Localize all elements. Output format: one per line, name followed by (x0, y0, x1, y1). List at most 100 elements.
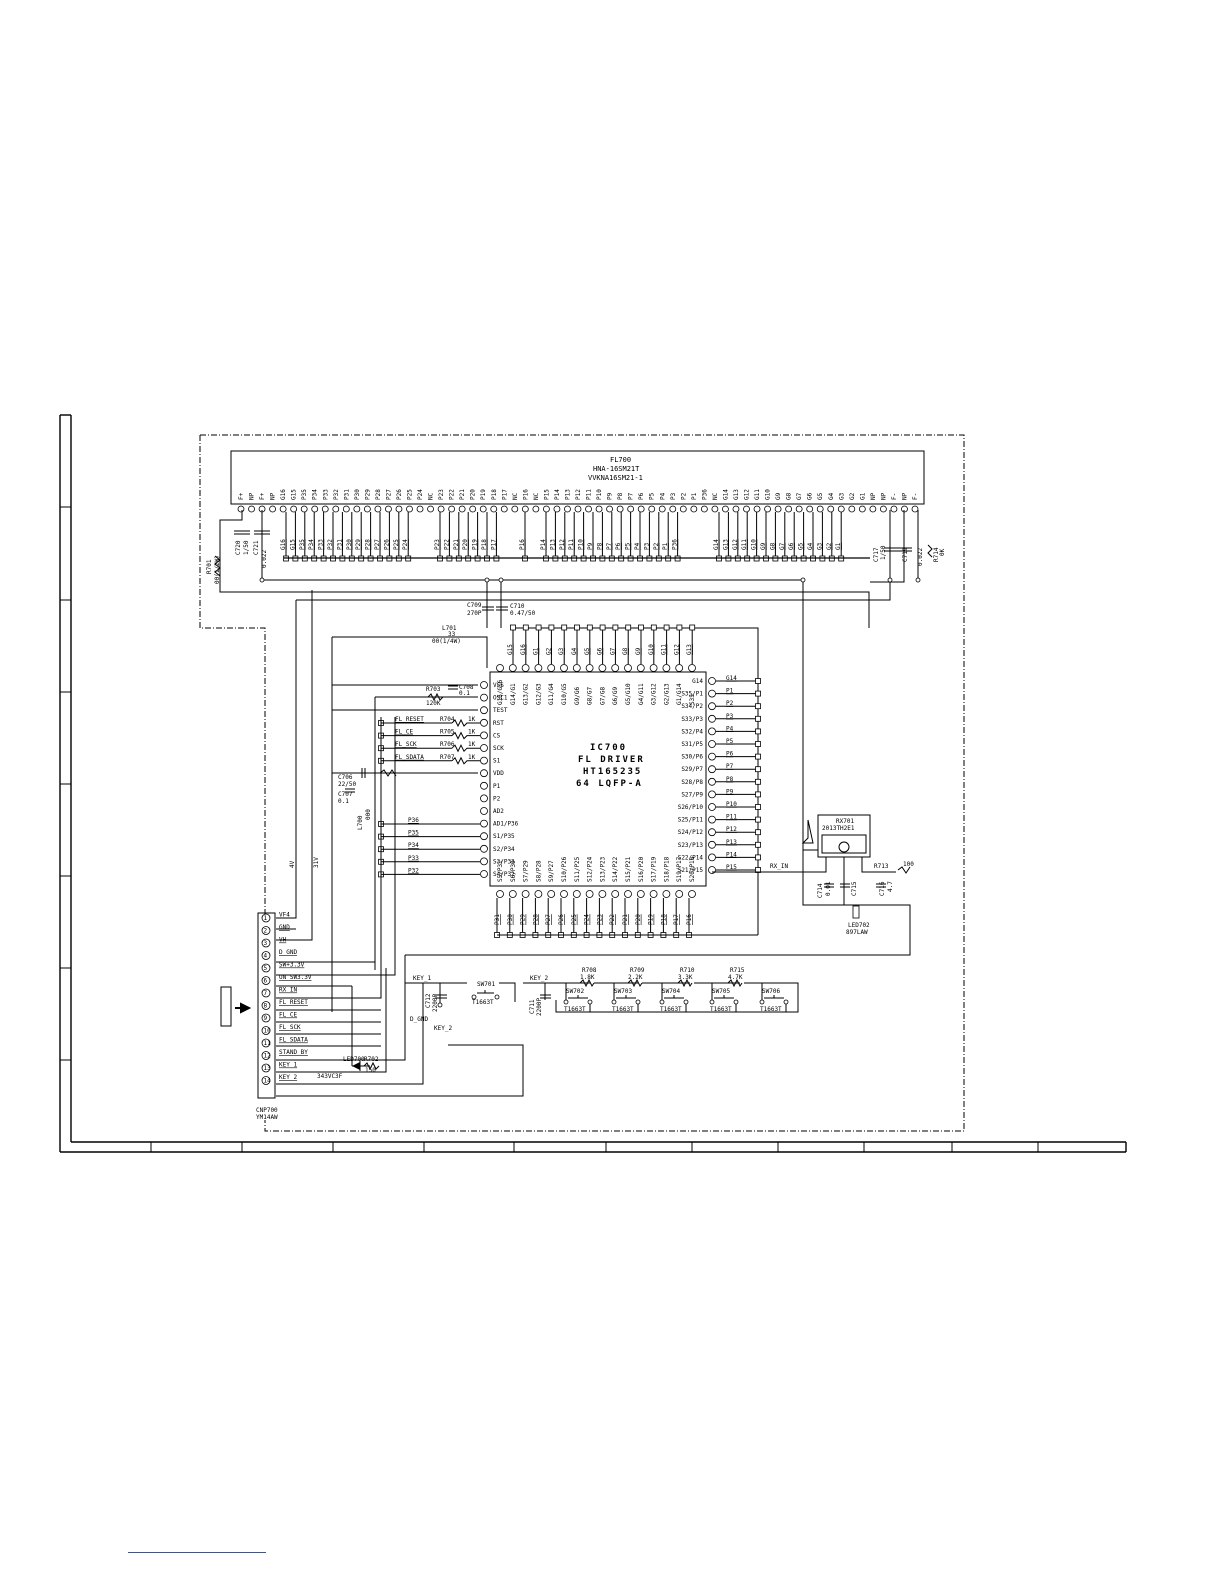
fl700-pin-label: P35 (301, 489, 308, 500)
fl700-pin-label: P32 (333, 489, 340, 500)
fl700-pin (806, 505, 814, 513)
net-pad (755, 829, 761, 836)
ic700-pin-label: G12/G3 (535, 683, 542, 705)
fl700-pin-label: NP (880, 492, 887, 500)
ic700-top-net-label: G11 (661, 644, 668, 655)
ic700-pin-label: S11/P25 (574, 856, 581, 882)
fl700-pin-label: G15 (291, 489, 298, 500)
series-resistor-value: 1K (468, 729, 476, 736)
fl700-pin (753, 505, 761, 513)
ic700-pin-label: S34/P2 (681, 703, 703, 710)
fl700-pin (869, 505, 877, 513)
ic700-bottom-net-label: P18 (660, 914, 667, 925)
fl700-pin (427, 505, 434, 513)
c716-label: C716 (879, 881, 886, 896)
ic700-right-net-label: P12 (726, 826, 737, 833)
c710-value: 0.47/50 (510, 610, 536, 617)
fl700-net-label: G13 (722, 539, 729, 550)
cnp700-part: YM14AW (256, 1114, 278, 1121)
fl700-net-label: G5 (798, 542, 805, 550)
fl700-pin (374, 505, 382, 513)
net-pad (522, 624, 529, 631)
fl700-pin (363, 505, 371, 513)
fl700-net-label: G9 (760, 542, 767, 550)
ic700-pin (708, 714, 716, 723)
ic700-bottom-net-label: P26 (558, 914, 565, 925)
ic700-pin-label: TEST (493, 707, 508, 714)
ic700-pin (708, 828, 716, 837)
fl700-pin (679, 505, 687, 513)
fl700-pin (416, 505, 424, 513)
net-pad (755, 715, 761, 722)
fl700-pin (732, 505, 740, 513)
ic700-pin (708, 727, 716, 736)
fl700-pin (722, 505, 729, 513)
cnp700-pin-label: FL_SCK (279, 1024, 301, 1031)
ic700-pin-label: G14 (692, 678, 703, 685)
fl700-part: HNA-16SM21T (593, 465, 640, 473)
c711-value: 2200P (536, 998, 543, 1016)
fl700-pin-label: P10 (596, 489, 603, 500)
ic700-pin-label: P2 (493, 795, 501, 802)
c706-value: 22/50 (338, 781, 356, 788)
ic700-bottom-net-label: P19 (648, 914, 655, 925)
l701-value1: 33 (448, 631, 456, 638)
cnp700-pin (261, 963, 271, 973)
net-pad (663, 624, 670, 631)
fl700-pin (521, 505, 529, 513)
sw701[interactable]: SW701 T1663T (471, 981, 500, 1006)
ic700-pin (508, 890, 517, 898)
cnp700-pin-label: FL_CE (279, 1012, 297, 1019)
fl700-pin-label: P12 (575, 489, 582, 500)
fl700-net-label: P7 (606, 542, 613, 550)
fl700-net-label: G6 (788, 542, 795, 550)
ic700-pin-label: S35/P1 (681, 691, 703, 698)
ic700-bottom-net-label: P16 (686, 914, 693, 925)
ic700-pin (572, 890, 581, 898)
ic700-pin (688, 664, 696, 672)
ic700-pin-label: S1 (493, 758, 501, 765)
fl700-pin-label: P26 (396, 489, 403, 500)
ic700-pin-label: SCK (493, 745, 504, 752)
net-pad (755, 804, 761, 810)
fl700-pin-label: F+ (238, 492, 245, 500)
ic700-pin-label: G10/G5 (561, 683, 568, 705)
c717-label: C717 (873, 547, 880, 562)
net-pad (755, 791, 761, 798)
fl700-pin (795, 505, 803, 513)
ic700-pin-label: G1/G14 (676, 683, 683, 705)
fl700-net-label: G11 (741, 539, 748, 550)
fl700-pin (490, 505, 498, 513)
fl700-pin-label: P22 (449, 489, 456, 500)
l701-value2: 00(1/4W) (432, 638, 461, 645)
ic700: IC700 FL DRIVER HT165235 64 LQFP-A VSSOS… (480, 664, 716, 898)
fl700-supply-left (214, 510, 933, 941)
cnp700-pin (261, 1038, 271, 1048)
ic700-pin-label: RST (493, 720, 504, 727)
ic700-bottom-net-label: P30 (507, 914, 514, 925)
ic700-top-net-label: G5 (584, 647, 591, 655)
fl700-net-label: P11 (568, 539, 575, 550)
fl700-pin (385, 505, 392, 513)
cnp700-pin (261, 1001, 271, 1010)
key-section: KEY_1 C712 2200P D_GND KEY_2 SW701 T1663… (405, 967, 799, 1032)
ic700-top-net-label: G9 (635, 647, 642, 655)
cnp700-pin-label: VF4 (279, 912, 290, 919)
ic700-pin (560, 890, 568, 898)
cnp700-pin (261, 1013, 271, 1023)
ic700-top-net-label: G15 (507, 644, 514, 655)
rx-in-label: RX_IN (770, 863, 788, 870)
fl700-pin-label: F- (891, 493, 898, 500)
c708-label: C708 (459, 684, 474, 691)
cnp700-pin-number: 10 (264, 1028, 272, 1035)
ic700-bottom-net-label: P28 (532, 914, 539, 925)
fl700-net-label: G12 (732, 539, 739, 550)
bottom-link-line (128, 1552, 266, 1553)
ic700-pin-label: S1/P35 (493, 833, 515, 840)
ic700-pin (598, 664, 607, 672)
ladder-resistor-label: R710 (680, 967, 695, 974)
fl700-pin-label: NP (901, 492, 908, 500)
fl700-net-label: P14 (540, 539, 547, 550)
